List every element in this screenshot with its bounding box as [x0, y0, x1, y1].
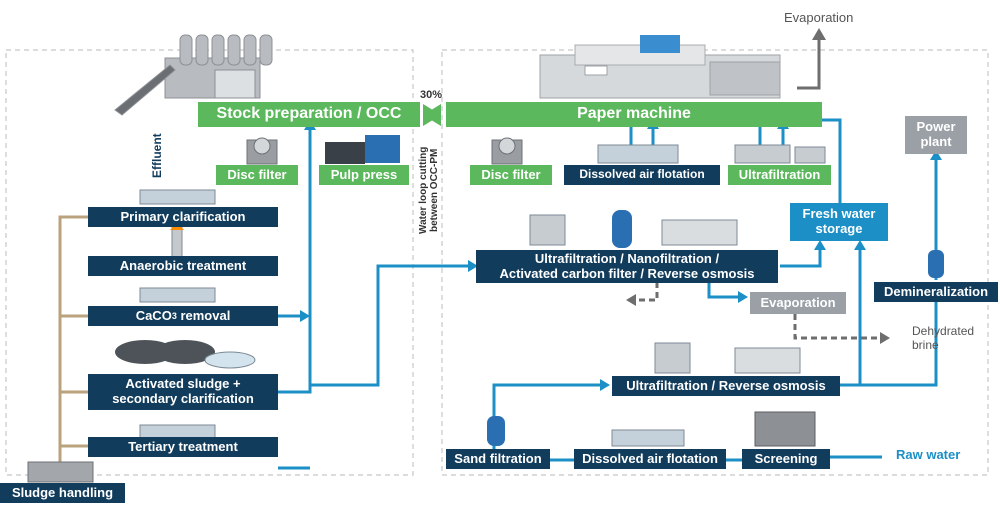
caco3-subscript: 3 — [171, 310, 177, 321]
sludge-handling[interactable]: Sludge handling — [0, 483, 125, 503]
uf-illustration-top — [734, 144, 826, 164]
gray-flow-lines — [797, 40, 821, 90]
anaerobic-treatment[interactable]: Anaerobic treatment — [88, 256, 278, 276]
dehydrated-line2: brine — [912, 338, 939, 353]
anaerobic-reactor-illustration — [170, 222, 184, 260]
water-loop-line2: between OCC-PM — [429, 148, 440, 232]
gray-arrowhead-right — [880, 332, 890, 344]
left-panel-border — [5, 49, 414, 476]
primary-clarifier-illustration — [139, 189, 216, 205]
primary-clarification[interactable]: Primary clarification — [88, 207, 278, 227]
caco3-tank-illustration — [139, 287, 216, 303]
raw-water-label: Raw water — [896, 447, 961, 462]
uf-ro[interactable]: Ultrafiltration / Reverse osmosis — [612, 376, 840, 396]
sand-filtration[interactable]: Sand filtration — [446, 449, 550, 469]
caco3-label: CaCO — [135, 307, 172, 323]
disc-filter-illustration-left — [246, 137, 278, 165]
demineralization-illustration — [928, 250, 944, 278]
gray-arrowhead-left — [626, 294, 636, 306]
disc-filter-right[interactable]: Disc filter — [470, 165, 552, 185]
water-loop-line1: Water loop cutting — [418, 146, 429, 234]
evaporation-mid[interactable]: Evaporation — [750, 292, 846, 314]
power-plant[interactable]: Power plant — [905, 116, 967, 154]
water-loop-label: Water loop cutting between OCC-PM — [418, 135, 440, 245]
stock-prep-plant-illustration — [114, 34, 273, 116]
uf-nf-illustration — [529, 210, 738, 248]
activated-sludge-line2: secondary clarification — [112, 391, 254, 406]
evaporation-top-arrowhead — [812, 28, 826, 40]
activated-sludge-illustration — [115, 340, 256, 369]
paper-machine[interactable]: Paper machine — [446, 102, 822, 127]
sludge-return-lines — [58, 215, 90, 470]
stock-preparation-occ[interactable]: Stock preparation / OCC — [198, 102, 420, 127]
ultrafiltration-top[interactable]: Ultrafiltration — [728, 165, 831, 185]
dehydrated-brine-label: Dehydrated brine — [912, 324, 974, 353]
activated-sludge-secondary-clarification[interactable]: Activated sludge + secondary clarificati… — [88, 374, 278, 410]
uf-ro-illustration — [654, 342, 801, 374]
dehydrated-line1: Dehydrated — [912, 324, 975, 338]
disc-filter-illustration-right — [491, 137, 523, 165]
pulp-press[interactable]: Pulp press — [319, 165, 409, 185]
dashed-flow — [707, 282, 738, 299]
activated-sludge-line1: Activated sludge + — [125, 376, 241, 392]
screening[interactable]: Screening — [742, 449, 830, 469]
daf-bottom[interactable]: Dissolved air flotation — [574, 449, 726, 469]
caco3-suffix: removal — [176, 307, 231, 323]
uf-nf-ac-ro[interactable]: Ultrafiltration / Nanofiltration / Activ… — [476, 250, 778, 283]
right-panel-border — [441, 49, 989, 476]
power-plant-line2: plant — [920, 134, 952, 149]
sludge-handling-illustration — [27, 461, 94, 483]
daf-illustration-top — [597, 144, 679, 164]
tertiary-treatment[interactable]: Tertiary treatment — [88, 437, 278, 457]
bowtie-connector-right — [423, 104, 441, 126]
uf-nf-line1: Ultrafiltration / Nanofiltration / — [534, 250, 720, 266]
fresh-water-storage[interactable]: Fresh water storage — [790, 203, 888, 241]
paper-machine-illustration — [539, 35, 781, 99]
daf-illustration-bottom — [611, 429, 685, 447]
evaporation-top-label: Evaporation — [784, 10, 854, 25]
percent-label: 30% — [420, 89, 443, 101]
daf-top[interactable]: Dissolved air flotation — [564, 165, 720, 185]
fresh-water-line1: Fresh water — [802, 206, 876, 222]
pulp-press-illustration — [325, 135, 400, 164]
disc-filter-left[interactable]: Disc filter — [216, 165, 298, 185]
sand-filter-illustration — [487, 416, 505, 446]
power-plant-line1: Power — [916, 119, 956, 135]
fresh-water-line2: storage — [815, 221, 863, 236]
demineralization[interactable]: Demineralization — [874, 282, 998, 302]
gray-dashed-lines — [636, 282, 880, 340]
uf-nf-line2: Activated carbon filter / Reverse osmosi… — [499, 265, 755, 281]
effluent-label: Effluent — [150, 133, 164, 178]
screening-illustration — [754, 411, 816, 447]
